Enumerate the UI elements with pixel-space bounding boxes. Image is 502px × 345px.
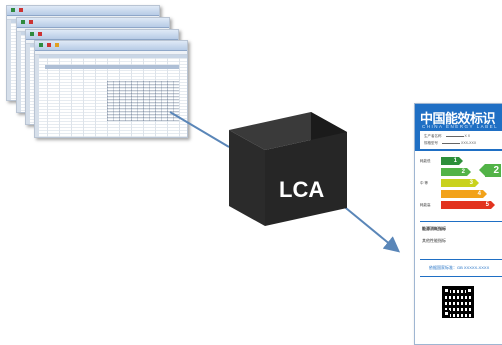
energy-grade-scale: 耗能低 中 等 耗能高 1 2 3 4 5 <box>420 157 502 217</box>
other-performance-text: 其他性能指标 <box>422 238 446 243</box>
energy-label-title: 中国能效标识 <box>420 111 496 126</box>
grade-band-1: 1 <box>441 157 463 165</box>
label-divider-3 <box>420 276 502 277</box>
info-row-manufacturer: 生产者名称 X X <box>424 134 471 138</box>
cube-front-face <box>229 130 265 226</box>
scale-bottom-label: 耗能高 <box>420 203 431 207</box>
grade-band-5: 5 <box>441 201 495 209</box>
qr-finder-bl <box>443 310 450 317</box>
info-row-model: 规格型号 XXX-XXX <box>424 141 477 145</box>
qr-finder-tl <box>443 287 450 294</box>
standard-text: 依据国家标准：GB XXXXX-XXXX <box>429 265 490 270</box>
label-divider-2 <box>420 259 502 260</box>
china-energy-label: 中国能效标识 CHINA ENERGY LABEL 生产者名称 X X 规格型号… <box>414 103 502 345</box>
energy-consumption-title: 能源消耗指标 <box>422 226 446 231</box>
arrow-sheets-to-cube <box>169 111 230 148</box>
cube-label: LCA <box>279 177 324 202</box>
grade-band-2: 2 <box>441 168 471 176</box>
scale-middle-label: 中 等 <box>420 181 428 185</box>
spreadsheet-screenshot-1 <box>34 40 188 138</box>
arrow-cube-to-label <box>340 203 401 253</box>
scale-top-label: 耗能低 <box>420 159 431 163</box>
grade-band-4: 4 <box>441 190 487 198</box>
spreadsheet-header-band <box>45 65 179 69</box>
arrows-layer <box>169 111 401 253</box>
label-divider-1 <box>420 221 502 222</box>
current-grade-indicator: 2 <box>479 164 501 177</box>
energy-label-info-box: 生产者名称 X X 规格型号 XXX-XXX <box>420 131 502 149</box>
grade-band-3: 3 <box>441 179 479 187</box>
qr-finder-tr <box>466 287 473 294</box>
energy-label-subtitle: CHINA ENERGY LABEL <box>422 124 499 129</box>
lca-cube: LCA <box>229 112 347 226</box>
cube-main-face <box>265 132 347 226</box>
spreadsheet-data-block <box>107 81 179 121</box>
